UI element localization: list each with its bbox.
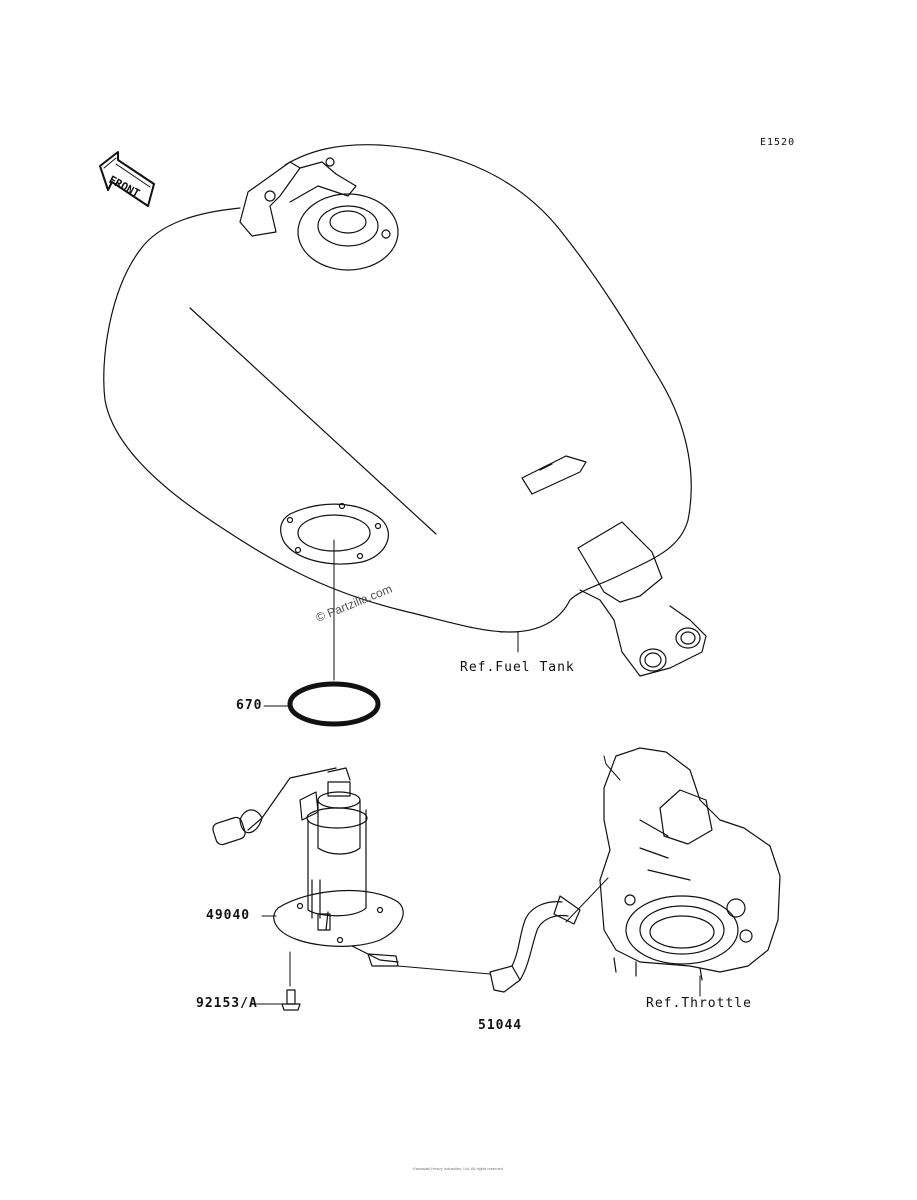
o-ring — [263, 681, 381, 727]
copyright-footer: Kawasaki Heavy Industries, Ltd. All righ… — [413, 1166, 503, 1171]
throttle-body — [599, 747, 781, 997]
bolt — [255, 951, 301, 1011]
watermark-text: © Partzilla.com — [314, 582, 394, 625]
front-arrow-icon: FRONT — [99, 151, 155, 207]
fuel-hose — [489, 877, 609, 993]
diagram-code: E1520 — [760, 137, 796, 148]
fuel-pump-assembly — [212, 767, 491, 975]
part-number-fuel-pump: 49040 — [206, 908, 251, 923]
ref-throttle-label: Ref.Throttle — [646, 996, 752, 1011]
part-number-o-ring: 670 — [236, 698, 263, 713]
part-number-hose: 51044 — [478, 1018, 523, 1033]
fuel-tank — [103, 144, 707, 681]
ref-fuel-tank-label: Ref.Fuel Tank — [460, 660, 575, 675]
part-number-bolt: 92153/A — [196, 996, 258, 1011]
